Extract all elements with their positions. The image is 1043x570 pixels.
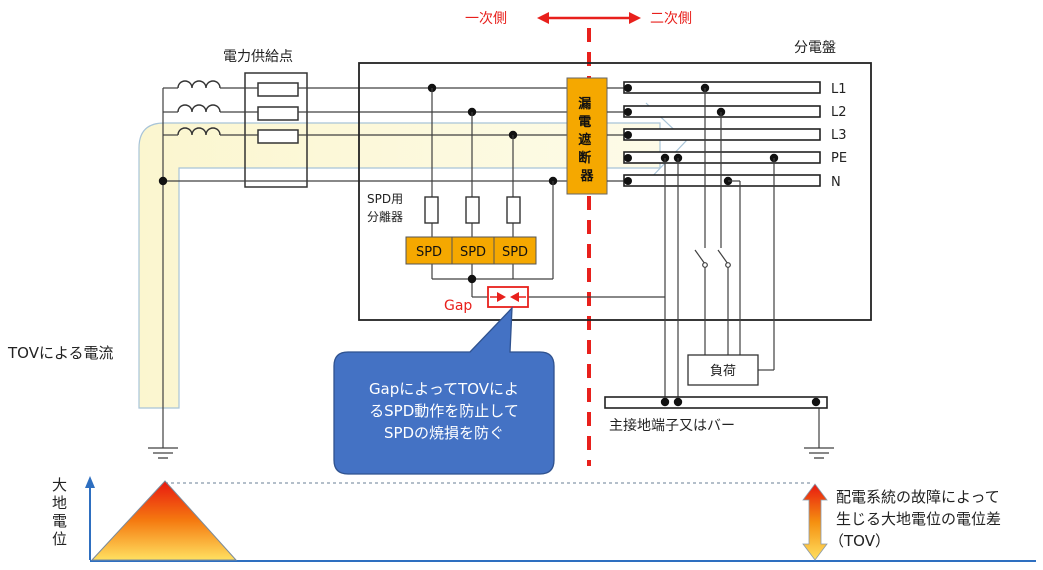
spd-1-label: SPD <box>416 245 442 260</box>
label-supply-point: 電力供給点 <box>223 49 293 65</box>
leakage-breaker-label: 漏 電 遮 断 器 <box>578 96 596 184</box>
board-earth-icon <box>804 447 834 459</box>
ground-potential-axis <box>85 476 1036 562</box>
label-gap: Gap <box>444 298 472 314</box>
bus-l1 <box>623 81 821 94</box>
spd-disconnector-line2: 分離器 <box>367 210 403 224</box>
label-distribution-board: 分電盤 <box>794 40 836 56</box>
distribution-board-box <box>358 62 872 321</box>
bus-l3 <box>623 128 821 141</box>
spd-3 <box>493 236 537 265</box>
tov-note-line1: 配電系統の故障によって <box>836 488 1000 506</box>
primary-wiring <box>162 87 567 448</box>
spd-common-junction <box>467 274 477 284</box>
tov-double-arrow <box>802 483 828 561</box>
bus-pe <box>623 151 821 164</box>
bus-label-n: N <box>831 175 841 190</box>
bus-label-l2: L2 <box>831 105 847 120</box>
leakage-breaker <box>566 77 608 195</box>
potential-triangle <box>90 480 238 561</box>
load-switches <box>694 249 731 268</box>
spd-2 <box>451 236 495 265</box>
gap-callout: GapによってTOVによ るSPD動作を防止して SPDの焼損を防ぐ <box>333 306 555 475</box>
supply-earth-icon <box>148 447 178 459</box>
bus-n <box>623 174 821 187</box>
secondary-wiring <box>664 88 820 448</box>
spd-disconnector-line1: SPD用 <box>367 192 403 206</box>
label-primary-side: 一次側 <box>465 11 507 27</box>
supply-fuses <box>257 82 299 144</box>
supply-point-box <box>244 72 308 188</box>
spd-group: SPD SPD SPD <box>405 236 537 265</box>
callout-line-2: るSPD動作を防止して <box>369 402 519 420</box>
label-spd-disconnector: SPD用 分離器 <box>367 192 407 224</box>
bus-bars <box>623 81 821 187</box>
bus-labels: L1 L2 L3 PE N <box>831 82 847 190</box>
spd-disconnectors <box>424 196 521 224</box>
bus-label-l1: L1 <box>831 82 847 97</box>
load-box <box>687 354 759 386</box>
label-tov-note: 配電系統の故障によって 生じる大地電位の電位差 （TOV） <box>829 488 1006 550</box>
breaker-output-wiring <box>607 87 624 182</box>
spd-1 <box>405 236 453 265</box>
spd-2-label: SPD <box>460 245 486 260</box>
gap-element <box>487 286 529 308</box>
label-ground-potential: 大 地 電 位 <box>52 476 72 548</box>
label-load: 負荷 <box>710 364 736 379</box>
transformer-coils <box>177 80 221 136</box>
label-tov-current: TOVによる電流 <box>7 344 114 362</box>
spd-wiring <box>431 88 665 298</box>
tov-note-line2: 生じる大地電位の電位差 <box>836 510 1001 528</box>
callout-line-3: SPDの焼損を防ぐ <box>384 424 504 442</box>
earth-bar-dots <box>660 397 821 407</box>
callout-line-1: GapによってTOVによ <box>369 380 519 398</box>
bus-label-l3: L3 <box>831 128 847 143</box>
tov-note-line3: （TOV） <box>829 532 890 550</box>
main-earth-bar <box>604 396 828 409</box>
label-secondary-side: 二次側 <box>650 11 692 27</box>
spd-3-label: SPD <box>502 245 528 260</box>
label-main-earth-terminal: 主接地端子又はバー <box>609 417 735 434</box>
bus-label-pe: PE <box>831 151 847 166</box>
